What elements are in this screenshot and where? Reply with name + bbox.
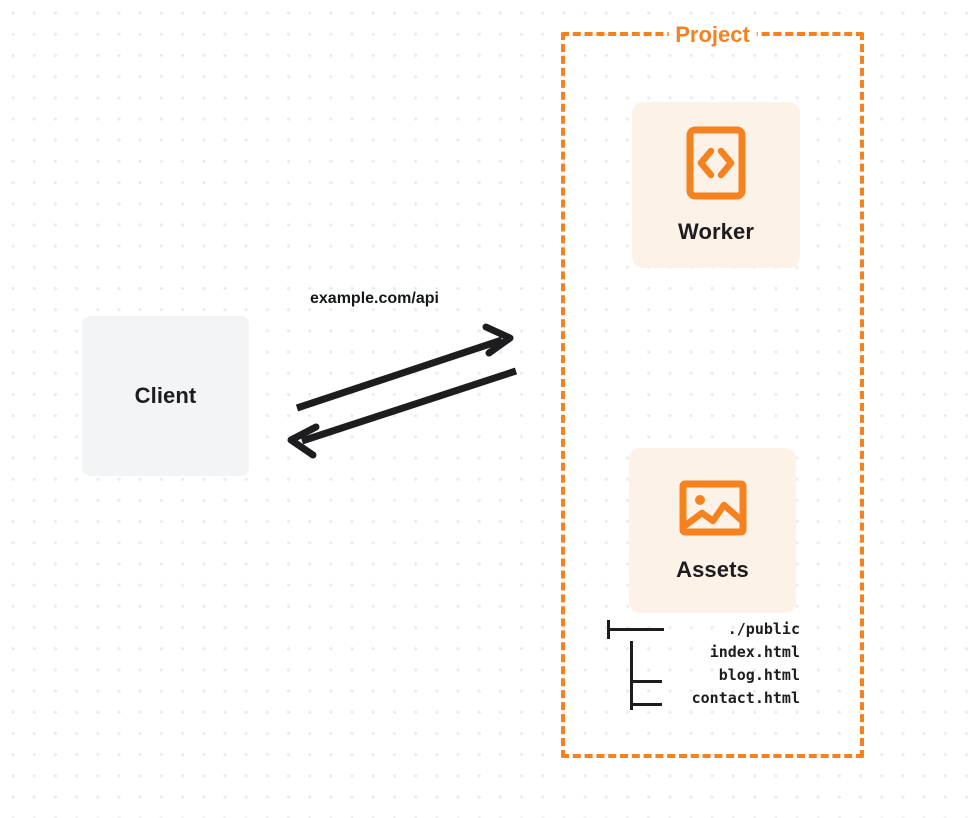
file-tree-name: contact.html [691,689,800,707]
worker-card[interactable]: Worker [632,102,800,268]
assets-file-tree: ./public index.html blog.html contact.ht… [605,618,801,710]
tree-branch-child-icon [605,641,667,664]
client-node[interactable]: Client [82,316,249,476]
edge-label: example.com/api [310,290,439,307]
file-tree-name: blog.html [718,666,800,684]
project-group: Project [561,22,864,758]
response-arrow [287,367,518,459]
project-group-title: Project [668,22,757,48]
tree-branch-root-icon [605,618,667,641]
file-tree-name: ./public [727,620,800,638]
file-tree-row: index.html [605,641,801,664]
tree-branch-child-last-icon [605,664,667,710]
image-icon [679,478,747,543]
request-arrow [295,323,514,412]
client-label: Client [134,383,197,408]
file-tree-row: blog.html [605,641,801,687]
file-tree-name: index.html [709,643,800,661]
file-tree-row: ./public [605,618,801,641]
tree-branch-child-icon [605,641,667,687]
file-tree-row: contact.html [605,664,801,710]
assets-card[interactable]: Assets [629,448,796,613]
code-brackets-icon [686,126,746,205]
worker-card-label: Worker [678,218,754,244]
assets-card-label: Assets [676,557,749,582]
